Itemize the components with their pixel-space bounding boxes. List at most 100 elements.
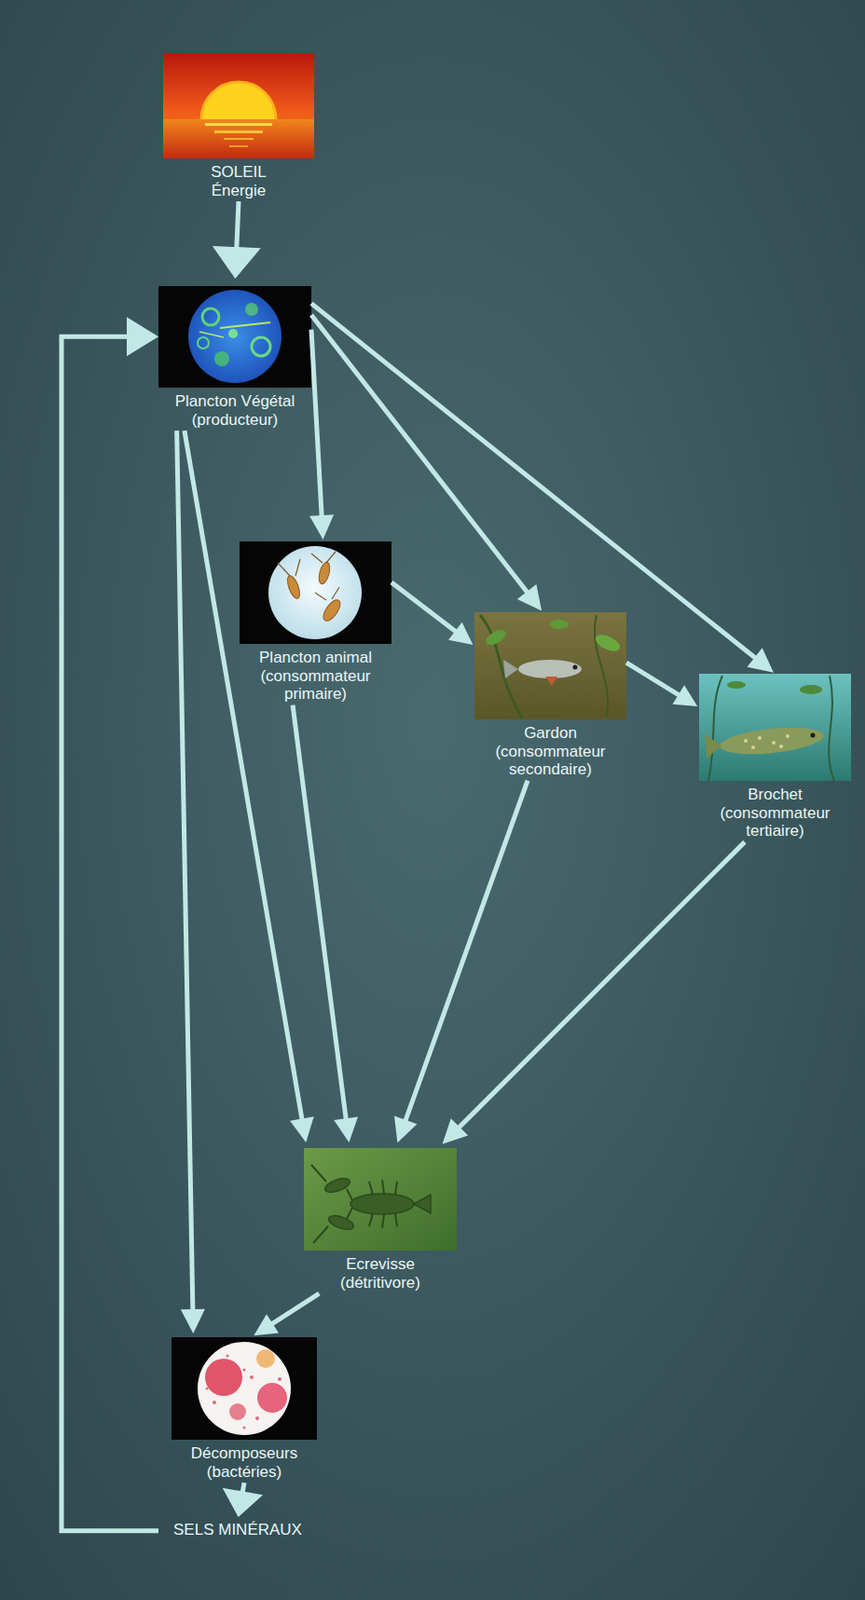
crayfish-picture [303,1148,457,1251]
food-arrow [394,781,528,1144]
food-arrow [626,662,698,707]
arrow-line [184,430,303,1121]
zooplankton-picture-part [316,561,332,586]
bacteria-picture-part [229,1403,247,1421]
roach-picture-part [503,659,519,679]
roach-picture-part [549,619,569,630]
arrow-head [517,584,542,612]
pike-picture-part [757,736,762,741]
roach-picture-part [594,615,608,718]
arrow-line [458,842,745,1129]
crayfish-picture-part [350,1194,414,1215]
phytoplankton-picture-part [214,351,230,367]
roach-picture-part [518,659,582,679]
arrow-line [177,430,193,1312]
node-role: (consommateur primaire) [241,667,390,704]
phytoplankton-picture-part [197,337,209,349]
node-title: Ecrevisse [305,1255,455,1275]
node-title: Plancton Végétal [160,392,310,412]
phytoplankton-picture-part [228,329,238,339]
sun-picture-part [214,130,263,134]
crayfish-picture-part [311,1165,398,1244]
zooplankton-picture [239,541,392,645]
crayfish-picture-part [369,1180,398,1195]
arrow-head [253,1314,279,1336]
bacteria-picture-part [212,1400,217,1405]
node-role: (producteur) [160,411,310,430]
node-title: Brochet [700,785,850,805]
food-arrow [61,316,159,1531]
arrow-head [180,1309,206,1334]
arrow-line [61,336,159,1531]
sun-picture-part [163,53,315,159]
crayfish-picture-part [327,1213,356,1234]
node-role: (consommateur secondaire) [476,742,625,780]
arrow-line [292,705,346,1122]
food-arrow [212,201,261,279]
node-title: Décomposeurs [173,1444,316,1464]
node-title: SELS MINÉRAUX [160,1521,316,1540]
arrow-head [289,1116,315,1143]
bacteria-picture-part [243,1369,247,1373]
arrow-head [747,647,774,673]
pike-picture-part [810,733,816,739]
pike-picture-part [828,675,835,782]
pike-picture-part [779,744,783,749]
arrow-head [212,246,261,279]
phytoplankton-picture-part [202,308,220,326]
producer-node: Plancton Végétal(producteur) [158,286,312,431]
arrow-head [394,1115,417,1143]
phytoplankton-picture-part [245,302,259,316]
zooplankton-picture-part [285,574,303,601]
node-role: (bactéries) [173,1463,316,1483]
arrow-head [333,1117,358,1143]
pike-picture-part [743,734,790,750]
arrow-line [391,582,457,633]
arrow-head [309,514,334,540]
food-arrow [311,315,542,611]
arrow-head [222,1488,263,1518]
sun-picture [163,53,315,159]
food-arrow [292,705,358,1143]
pike-picture-part [799,685,823,695]
crayfish-picture-part [413,1194,431,1214]
arrow-head [442,1118,469,1145]
arrow-line [271,1293,320,1325]
roach-picture-part [592,631,622,656]
pike-picture-part [699,673,852,782]
food-arrow [311,303,774,673]
food-arrow [177,430,206,1334]
bacteria-picture-part [257,1383,288,1414]
node-title: SOLEIL [164,163,313,182]
pike-picture-part [718,723,825,759]
food-arrow [222,1482,263,1518]
zooplankton-picture-part [277,559,301,577]
detritivore-node: Ecrevisse(détritivore) [303,1148,457,1294]
node-role: (détritivore) [305,1274,455,1293]
node-title: Gardon [476,724,625,743]
pike-picture-part [704,734,722,759]
zooplankton-picture-part [239,541,392,645]
bacteria-picture-part [205,1355,283,1430]
sun-picture-part [229,145,248,148]
consumer-node: Gardon(consommateur secondaire) [474,612,627,782]
food-arrow [253,1293,319,1336]
node-role: Énergie [164,181,313,201]
sun-node: SOLEILÉnergie [163,53,315,202]
zooplankton-picture-part [285,561,344,624]
arrow-line [311,315,528,593]
bacteria-picture-part [197,1342,291,1436]
zooplankton-picture-part [268,546,362,640]
pike-picture [699,673,852,782]
arrow-head [126,316,159,357]
node-role: (consommateur tertiaire) [700,804,850,841]
crayfish-picture-part [303,1148,457,1251]
crayfish-picture-part [323,1176,431,1234]
phytoplankton-picture-part [158,286,312,388]
zooplankton-picture-part [311,551,336,563]
bacteria-picture-part [243,1427,247,1430]
arrow-line [311,329,322,519]
